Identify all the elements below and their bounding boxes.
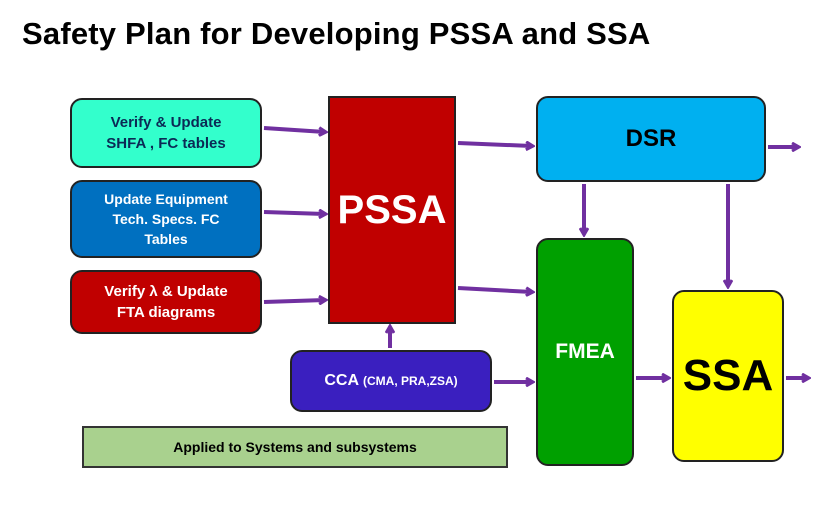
arrow-pssa-to-fmea [457, 286, 532, 292]
verify-shfa-line-2: SHFA , FC tables [106, 135, 226, 152]
verify-shfa-line-1: Verify & Update [110, 114, 222, 131]
arrow-verify-fta-to-pssa [263, 300, 325, 302]
pssa-label: PSSA [337, 187, 447, 232]
update-equipment-box: Update Equipment Tech. Specs. FC Tables [70, 180, 262, 258]
arrow-pssa-to-dsr [457, 143, 532, 146]
dsr-label: DSR [625, 125, 677, 152]
dsr-box: DSR [536, 96, 766, 182]
cca-sub-label: (CMA, PRA,ZSA) [363, 374, 458, 388]
update-equipment-line-1: Update Equipment [104, 191, 228, 207]
ssa-label: SSA [682, 351, 774, 400]
fmea-label: FMEA [555, 340, 615, 363]
verify-fta-line-2: FTA diagrams [116, 304, 216, 321]
update-equipment-line-2: Tech. Specs. FC [112, 211, 220, 227]
ssa-box: SSA [672, 290, 784, 462]
page-title: Safety Plan for Developing PSSA and SSA [22, 16, 651, 51]
verify-fta-line-1: Verify λ & Update [104, 283, 228, 300]
applied-note-label: Applied to Systems and subsystems [173, 439, 417, 455]
arrow-verify-shfa-to-pssa [263, 126, 325, 132]
update-equipment-line-3: Tables [144, 231, 188, 247]
cca-label: CCA [324, 372, 359, 389]
fmea-box: FMEA [536, 238, 634, 466]
pssa-box: PSSA [328, 96, 456, 324]
cca-box: CCA (CMA, PRA,ZSA) [290, 350, 492, 412]
arrow-update-equipment-to-pssa [263, 212, 325, 214]
applied-note-box: Applied to Systems and subsystems [82, 426, 508, 468]
verify-shfa-box: Verify & Update SHFA , FC tables [70, 98, 262, 168]
verify-fta-box: Verify λ & Update FTA diagrams [70, 270, 262, 334]
